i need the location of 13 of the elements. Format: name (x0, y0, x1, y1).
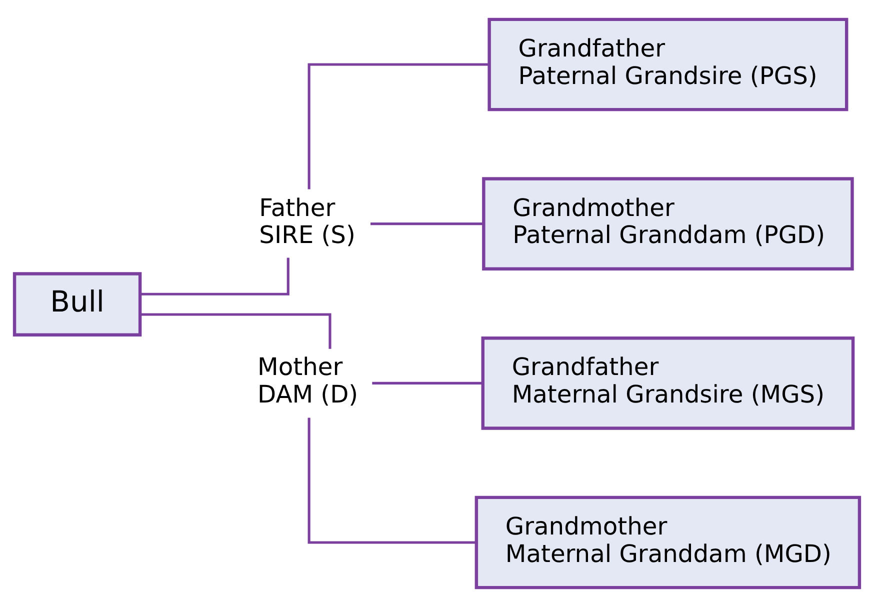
node-text: Father SIRE (S) (259, 194, 356, 250)
connector (140, 313, 332, 349)
connector (308, 418, 476, 544)
node-box: Grandmother Maternal Granddam (MGD) (474, 496, 862, 590)
connector (140, 258, 290, 296)
connector (372, 382, 483, 384)
node-box: Bull (12, 272, 142, 336)
connector (370, 222, 484, 226)
node-text: Mother DAM (D) (258, 353, 358, 408)
node-box: Grandfather Paternal Grandsire (PGS) (488, 18, 848, 112)
node-box: Grandmother Paternal Granddam (PGD) (482, 177, 854, 270)
node-box: Grandfather Maternal Grandsire (MGS) (481, 336, 855, 430)
connector (308, 63, 490, 190)
